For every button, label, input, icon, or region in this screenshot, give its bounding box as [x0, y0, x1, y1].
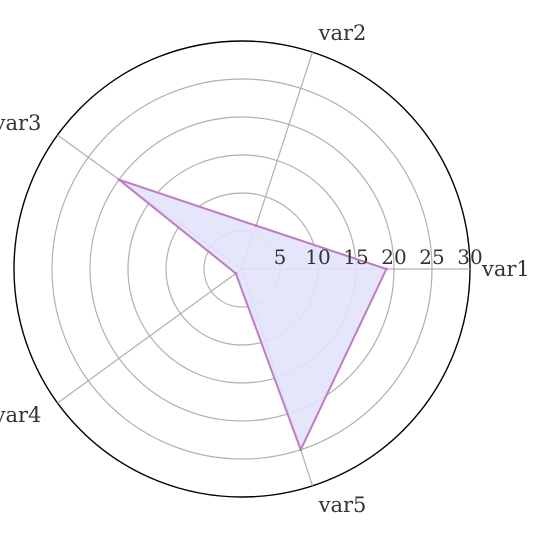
category-label-var2: var2	[318, 21, 367, 45]
category-label-var1: var1	[481, 257, 530, 281]
data-point-var5	[299, 448, 303, 452]
data-point-var3	[117, 178, 121, 182]
rtick-label-15: 15	[343, 245, 368, 269]
rtick-label-25: 25	[419, 245, 444, 269]
series-polygon-0	[118, 178, 388, 451]
rtick-label-30: 30	[457, 245, 482, 269]
rtick-label-10: 10	[305, 245, 330, 269]
radial-tick-labels: 5 10 15 20 25 30	[274, 245, 483, 269]
data-point-var2	[254, 224, 258, 228]
data-point-var1	[384, 267, 388, 271]
category-label-var5: var5	[318, 493, 367, 517]
series-area	[117, 178, 388, 452]
rtick-label-5: 5	[274, 245, 287, 269]
data-point-var4	[234, 271, 238, 275]
category-label-var4: var4	[0, 403, 41, 427]
rtick-label-20: 20	[381, 245, 406, 269]
spoke-var4	[57, 268, 243, 404]
category-label-var3: var3	[0, 111, 41, 135]
category-labels: var1 var2 var3 var4 var5	[0, 21, 530, 517]
